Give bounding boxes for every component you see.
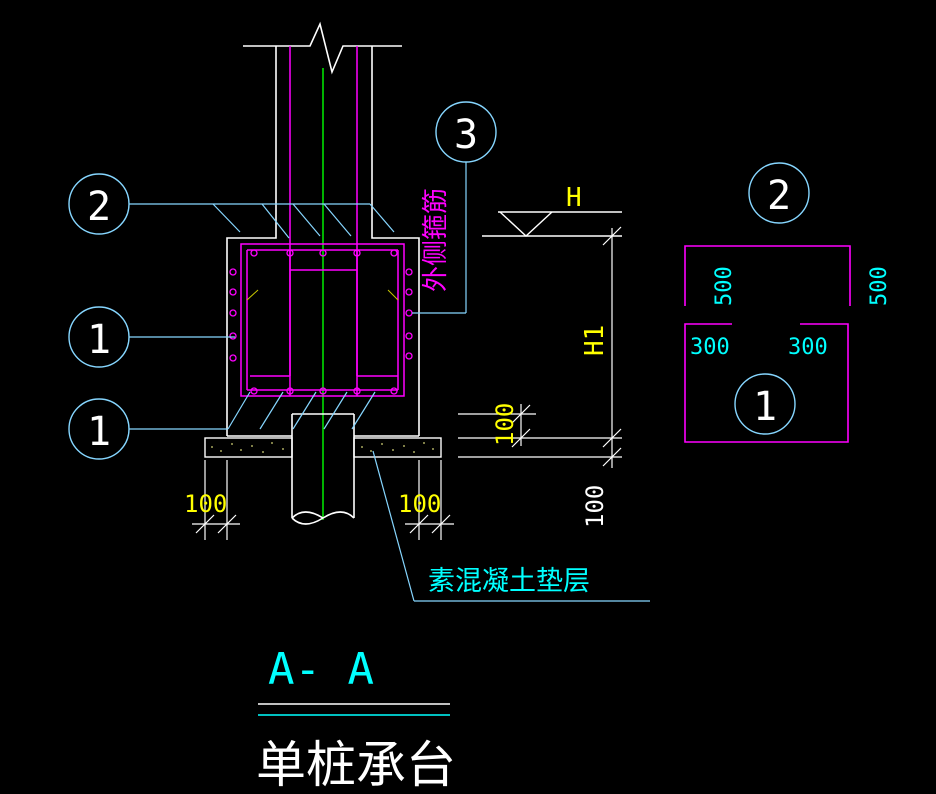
drawing-title: 单桩承台 [256,736,456,794]
level-mark-h: H [566,183,582,213]
offset-dimensions [192,460,454,540]
detail-top-left-length: 500 [712,266,737,306]
svg-text:1: 1 [753,384,777,430]
right-offset-dim: 100 [398,490,441,518]
svg-text:2: 2 [87,184,111,230]
ground-level-marker [482,211,622,237]
callout-1-side: 1 [68,306,130,368]
outer-hoop-note: 外侧箍筋 [421,188,451,292]
detail-callout-2: 2 [748,162,810,224]
cushion-below-dim: 100 [581,485,609,528]
height-dimension [458,226,622,468]
callout-leaders [129,162,650,602]
callout-3-hoop: 3 [435,101,497,163]
column-outline [243,21,402,234]
svg-text:1: 1 [87,317,111,363]
svg-text:3: 3 [454,112,478,158]
rebar-dots [229,249,413,395]
cushion-thickness-dim: 100 [491,403,519,446]
svg-text:1: 1 [87,409,111,455]
stirrup-shape-2 [684,245,851,306]
bar-shape-1 [684,323,849,443]
left-offset-dim: 100 [184,490,227,518]
detail-bottom-right-length: 300 [788,335,828,360]
callout-1-bottom: 1 [68,398,130,460]
height-mark-h1: H1 [580,325,610,356]
callout-2-top: 2 [68,173,130,235]
cage-ticks [246,289,399,301]
cushion-note: 素混凝土垫层 [428,566,590,597]
svg-text:2: 2 [767,173,791,219]
detail-bottom-left-length: 300 [690,335,730,360]
detail-callout-1: 1 [734,373,796,435]
concrete-cushion [204,437,442,458]
detail-top-right-length: 500 [867,266,892,306]
section-id: A- A [268,644,374,695]
